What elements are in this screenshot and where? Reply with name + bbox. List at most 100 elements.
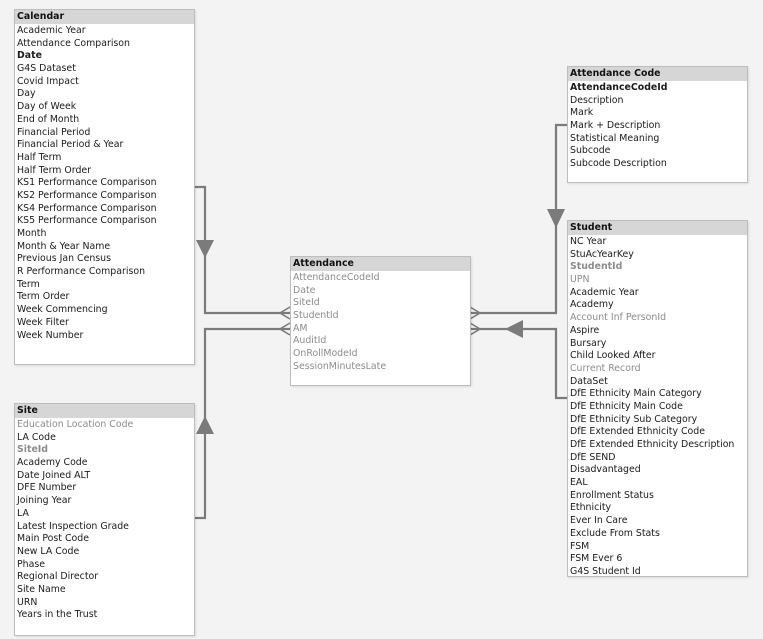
- table-field[interactable]: Week Number: [17, 329, 84, 341]
- table-field[interactable]: G4S Dataset: [17, 63, 76, 75]
- table-field[interactable]: DfE Ethnicity Main Code: [570, 400, 683, 412]
- table-field[interactable]: URN: [17, 596, 38, 608]
- relationship-student-attendance[interactable]: [470, 327, 567, 400]
- table-field[interactable]: Mark + Description: [570, 120, 661, 132]
- table-field[interactable]: Description: [570, 94, 624, 106]
- table-field[interactable]: Disadvantaged: [570, 464, 641, 476]
- table-title: Attendance: [291, 257, 470, 271]
- table-field[interactable]: DataSet: [570, 375, 608, 387]
- filter-arrow-left-icon: [505, 320, 523, 338]
- table-field[interactable]: KS5 Performance Comparison: [17, 215, 157, 227]
- table-field[interactable]: Ethnicity: [570, 502, 612, 514]
- table-field[interactable]: Month & Year Name: [17, 240, 111, 252]
- table-field[interactable]: Current Record: [570, 362, 641, 374]
- table-field[interactable]: Date: [17, 50, 42, 62]
- table-field[interactable]: Term: [17, 278, 40, 290]
- table-field[interactable]: DfE Ethnicity Main Category: [570, 388, 702, 400]
- table-field[interactable]: KS4 Performance Comparison: [17, 202, 157, 214]
- table-field[interactable]: Latest Inspection Grade: [17, 520, 129, 532]
- table-field[interactable]: DfE SEND: [570, 451, 616, 463]
- table-field[interactable]: Academic Year: [570, 286, 639, 298]
- table-field[interactable]: R Performance Comparison: [17, 266, 146, 278]
- table-field[interactable]: AM: [293, 322, 308, 334]
- many-cardinality-icon: [278, 322, 291, 336]
- table-field[interactable]: DFE Number: [17, 482, 77, 494]
- table-field[interactable]: Date Joined ALT: [17, 469, 91, 481]
- table-field[interactable]: Covid Impact: [17, 75, 79, 87]
- table-field[interactable]: Academy: [570, 299, 614, 311]
- table-field[interactable]: Previous Jan Census: [17, 253, 111, 265]
- table-field[interactable]: LA: [17, 507, 29, 519]
- relationship-calendar-attendance[interactable]: [195, 185, 290, 315]
- table-field[interactable]: Main Post Code: [17, 533, 89, 545]
- table-field[interactable]: SiteId: [17, 444, 49, 456]
- table-field[interactable]: Attendance Comparison: [17, 37, 130, 49]
- table-field[interactable]: EAL: [570, 477, 588, 489]
- table-field[interactable]: FSM: [570, 540, 590, 552]
- table-field[interactable]: End of Month: [17, 113, 80, 125]
- table-field[interactable]: Subcode: [570, 145, 611, 157]
- table-field[interactable]: DfE Extended Ethnicity Code: [570, 426, 705, 438]
- table-field[interactable]: Week Filter: [17, 316, 69, 328]
- table-title: Attendance Code: [568, 67, 747, 81]
- many-cardinality-icon: [469, 322, 482, 336]
- table-title: Site: [15, 404, 194, 418]
- table-field[interactable]: Academic Year: [17, 25, 86, 36]
- relationship-site-attendance[interactable]: [195, 327, 290, 520]
- table-field[interactable]: New LA Code: [17, 545, 80, 557]
- table-field[interactable]: Financial Period: [17, 126, 91, 138]
- table-field[interactable]: SessionMinutesLate: [293, 360, 387, 372]
- table-field[interactable]: DfE Extended Ethnicity Description: [570, 439, 735, 450]
- many-cardinality-icon: [469, 306, 482, 320]
- table-field[interactable]: KS2 Performance Comparison: [17, 189, 157, 201]
- table-field[interactable]: Term Order: [17, 291, 70, 303]
- table-field[interactable]: SiteId: [293, 297, 320, 309]
- table-field[interactable]: LA Code: [17, 431, 56, 443]
- table-field[interactable]: Education Location Code: [17, 419, 134, 430]
- table-field[interactable]: Half Term: [17, 151, 62, 163]
- table-field[interactable]: NC Year: [570, 236, 607, 247]
- table-field[interactable]: UPN: [570, 274, 590, 286]
- table-field[interactable]: Subcode Description: [570, 158, 667, 170]
- table-field[interactable]: Month: [17, 228, 47, 239]
- table-field[interactable]: Date: [293, 284, 316, 296]
- table-field[interactable]: Account Inf PersonId: [570, 312, 667, 324]
- table-field[interactable]: AttendanceCodeId: [293, 272, 380, 283]
- table-field[interactable]: Day of Week: [17, 101, 77, 113]
- table-field[interactable]: Joining Year: [17, 495, 72, 507]
- table-field[interactable]: Bursary: [570, 337, 607, 349]
- table-field[interactable]: AuditId: [293, 335, 327, 347]
- table-field[interactable]: Half Term Order: [17, 164, 92, 176]
- table-field[interactable]: StuAcYearKey: [570, 248, 634, 260]
- table-field[interactable]: Enrollment Status: [570, 489, 654, 501]
- table-field[interactable]: Academy Code: [17, 457, 88, 469]
- table-field[interactable]: Week Commencing: [17, 304, 108, 316]
- table-field[interactable]: Mark: [570, 107, 594, 119]
- table-field[interactable]: G4S Student Id: [570, 565, 641, 577]
- table-title: Calendar: [15, 10, 194, 24]
- table-field[interactable]: Day: [17, 88, 36, 100]
- table-field[interactable]: StudentId: [570, 261, 623, 273]
- table-field[interactable]: Years in the Trust: [17, 609, 98, 621]
- many-cardinality-icon: [278, 306, 291, 320]
- table-field[interactable]: Statistical Meaning: [570, 132, 660, 144]
- table-field[interactable]: Financial Period & Year: [17, 139, 124, 151]
- table-field[interactable]: Exclude From Stats: [570, 527, 660, 539]
- table-field[interactable]: Regional Director: [17, 571, 99, 583]
- table-field[interactable]: Ever In Care: [570, 515, 628, 527]
- table-field[interactable]: KS1 Performance Comparison: [17, 177, 157, 189]
- table-field[interactable]: Site Name: [17, 583, 66, 595]
- table-field[interactable]: Phase: [17, 558, 45, 570]
- table-field[interactable]: OnRollModeId: [293, 348, 358, 360]
- table-field[interactable]: DfE Ethnicity Sub Category: [570, 413, 698, 425]
- table-field[interactable]: FSM Ever 6: [570, 553, 623, 565]
- table-field[interactable]: Child Looked After: [570, 350, 656, 362]
- table-field[interactable]: AttendanceCodeId: [570, 82, 668, 93]
- table-field[interactable]: StudentId: [293, 310, 339, 322]
- table-field[interactable]: Aspire: [570, 324, 600, 336]
